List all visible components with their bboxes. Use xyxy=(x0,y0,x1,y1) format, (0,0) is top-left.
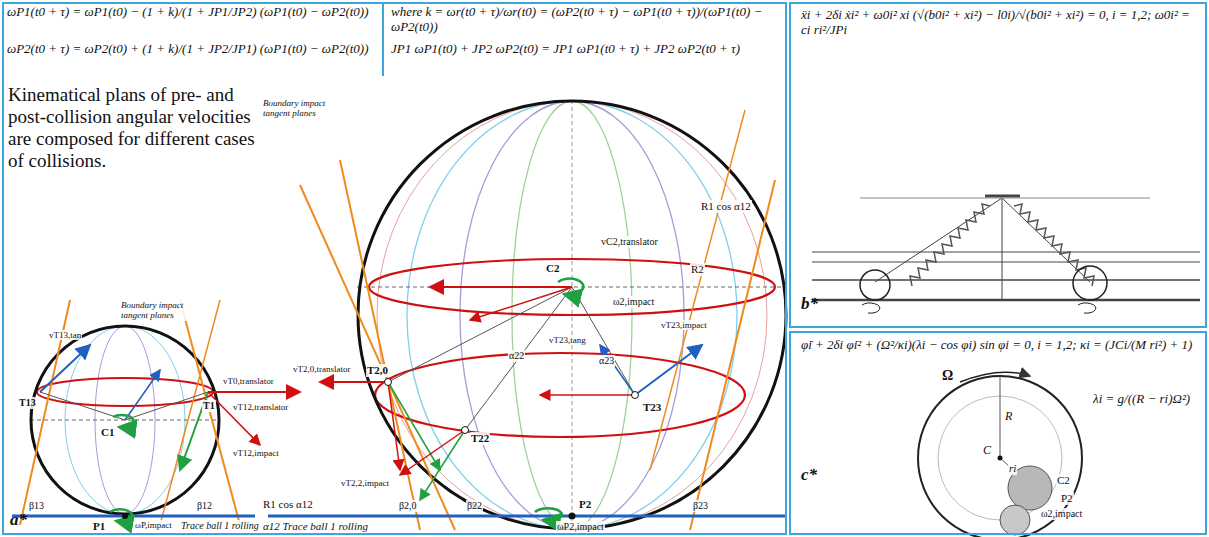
symbol-label: β13 xyxy=(28,500,45,512)
symbol-label: vT2,2,impact xyxy=(340,478,390,488)
symbol-label: R1 cos α12 xyxy=(700,200,752,213)
formula: JP1 ωP1(t0) + JP2 ωP2(t0) = JP1 ωP1(t0 +… xyxy=(390,42,782,57)
symbol-label: α22 xyxy=(508,350,525,362)
symbol-label: vT23,impact xyxy=(660,320,708,330)
symbol-label: C2 xyxy=(1056,474,1071,487)
symbol-label: ω2,impact xyxy=(1040,508,1083,520)
symbol-label: β23 xyxy=(692,500,709,512)
symbol-label: T22 xyxy=(470,432,490,445)
symbol-label: β12 xyxy=(196,500,213,512)
symbol-label: Boundary impact tangent planes xyxy=(120,300,202,321)
symbol-label: C1 xyxy=(100,426,115,439)
symbol-label: P2 xyxy=(1060,492,1074,505)
symbol-label: P2 xyxy=(578,498,592,511)
symbol-label: vT12,impact xyxy=(232,448,280,458)
symbol-label: R xyxy=(1004,410,1013,424)
symbol-label: vT13,tan xyxy=(48,330,82,340)
panel-label: c* xyxy=(801,465,817,485)
symbol-label: ωP2,impact xyxy=(556,521,605,533)
formula: where k = ωr(t0 + τ)/ωr(t0) = (ωP2(t0 + … xyxy=(390,5,782,35)
symbol-label: vT2,0,translator xyxy=(292,364,352,374)
symbol-label: C2 xyxy=(545,262,560,275)
symbol-label: T2,0 xyxy=(366,364,389,377)
symbol-label: α12 Trace ball 1 rolling xyxy=(262,520,369,533)
symbol-label: T23 xyxy=(642,401,662,414)
symbol-label: β22 xyxy=(466,500,483,512)
symbol-label: β2,0 xyxy=(398,500,418,512)
symbol-label: Boundary impact tangent planes xyxy=(262,98,342,119)
symbol-label: P1 xyxy=(92,520,106,533)
symbol-label: ωP,impact xyxy=(134,520,173,530)
panel-c: c* xyxy=(789,331,1207,535)
symbol-label: R1 cos α12 xyxy=(262,498,314,511)
symbol-label: ω2,impact xyxy=(612,296,655,308)
formula: ωP2(t0 + τ) = ωP2(t0) + (1 + k)/(1 + JP2… xyxy=(6,42,380,57)
symbol-label: C xyxy=(982,444,992,458)
symbol-label: R2 xyxy=(690,263,705,276)
symbol-label: vT23,tang xyxy=(548,335,587,345)
symbol-label: T1 xyxy=(202,400,216,412)
symbol-label: Ω xyxy=(942,368,953,384)
panel-label: b* xyxy=(801,294,818,314)
panel-label: a* xyxy=(10,510,27,530)
formula: ωP1(t0 + τ) = ωP1(t0) − (1 + k)/(1 + JP1… xyxy=(6,5,380,20)
symbol-label: T13 xyxy=(18,397,37,409)
formula: φ̈i + 2δi φ̇i² + (Ω²/κi)(λi − cos φi) si… xyxy=(800,338,1202,353)
formula: λi = g/((R − ri)Ω²) xyxy=(1092,392,1204,407)
symbol-label: vT0,translator xyxy=(222,376,275,386)
panel-a: a* xyxy=(2,2,787,535)
symbol-label: vC2,translator xyxy=(600,236,659,248)
caption-note: Kinematical plans of pre- and post-colli… xyxy=(8,84,266,171)
symbol-label: α23 xyxy=(598,355,615,367)
symbol-label: vT12,translator xyxy=(232,402,289,412)
symbol-label: Trace ball 1 rolling xyxy=(180,520,260,532)
formula: ẍi + 2δi ẋi² + ω0i² xi (√(b0i² + xi²) − … xyxy=(800,8,1202,38)
panel-b: b* xyxy=(789,2,1207,328)
symbol-label: ri xyxy=(1008,462,1017,475)
